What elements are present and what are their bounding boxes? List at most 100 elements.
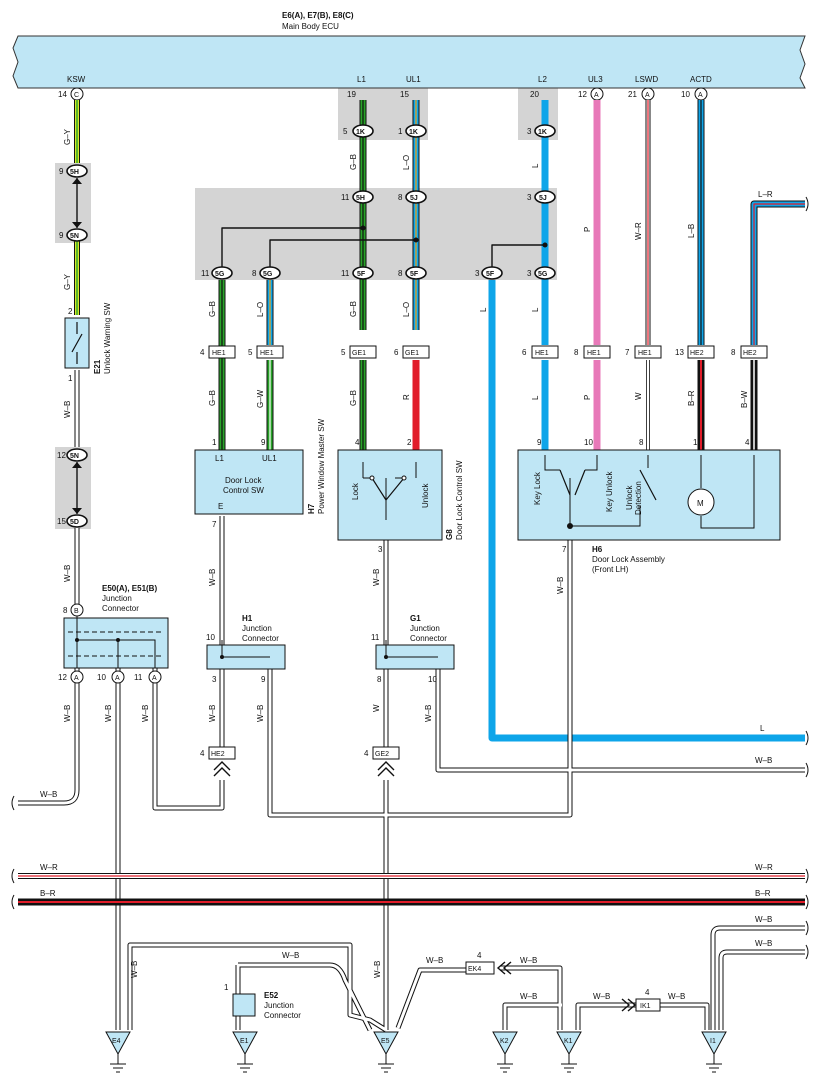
ecu-pin-14: 14	[58, 90, 67, 99]
connectors-row5g-2-pin-text: 11	[341, 269, 350, 278]
connectors-row5-2-id-text: 5J	[539, 195, 547, 202]
components-g8-p1-text: 4	[355, 438, 360, 447]
connectors-c1K-2-id-text: 1K	[538, 129, 547, 136]
wires-wr-text: W–R	[634, 222, 643, 240]
connectors-c5H-pin-text: 9	[59, 167, 64, 176]
ecu-pin-20: 20	[530, 90, 539, 99]
components-h6-p4-text: 1	[693, 438, 698, 447]
wires-wb-text: W–B	[755, 756, 772, 765]
components-h7-name-text: Power Window Master SW	[317, 418, 326, 514]
wires-br-text: B–R	[687, 390, 696, 406]
conn-1k: 1K 5 1K 1 1K 3	[343, 124, 556, 138]
wires-w-text: W	[372, 704, 381, 712]
connectors-c5N2-id-text: 5N	[70, 453, 79, 460]
components-h6-p3-text: 8	[639, 438, 644, 447]
components-h1-p_a-text: 3	[212, 675, 217, 684]
components-g8-lock-text: Lock	[351, 482, 360, 500]
components-g1-p_a-text: 8	[377, 675, 382, 684]
connectors-row5g-1-id-text: 5G	[263, 271, 273, 278]
wires-lr-text: L–R	[758, 190, 773, 199]
wires-wb-text: W–B	[668, 992, 685, 1001]
ecu-term-ul3: UL3	[588, 75, 603, 84]
grounds-4-text: K1	[564, 1038, 573, 1045]
ecu-pin-21: 21	[628, 90, 637, 99]
connectors-ek4-id-text: EK4	[468, 966, 481, 973]
connectors-row5g-2-id-text: 5F	[357, 271, 366, 278]
connectors-ge2-id-text: GE2	[375, 751, 389, 758]
wires-gy-text: G–Y	[63, 273, 72, 290]
connectors-he-6-pin-text: 7	[625, 348, 630, 357]
ecu-id: E6(A), E7(B), E8(C)	[282, 11, 354, 20]
connectors-ek4-pin-text: 4	[477, 951, 482, 960]
components-e50-pins-1-conn-text: A	[115, 675, 120, 682]
ecu-term-actd: ACTD	[690, 75, 712, 84]
wires-wr-text: W–R	[40, 863, 58, 872]
ground-e5: E5	[373, 1031, 399, 1073]
ecu-pin-15: 15	[400, 90, 409, 99]
components-h6-keylock-text: Key Lock	[533, 471, 542, 505]
ecu-pin-12: 12	[578, 90, 587, 99]
ecu-term-l2: L2	[538, 75, 547, 84]
components-e50-id-text: E50(A), E51(B)	[102, 584, 157, 593]
wires-wb-text: W–B	[256, 705, 265, 722]
components-e50-pins-0-conn-text: A	[74, 675, 79, 682]
ground-k2: K2	[492, 1031, 518, 1073]
connectors-he-2-pin-text: 5	[341, 348, 346, 357]
wires-gb-text: G–B	[349, 154, 358, 170]
wires-gy-text: G–Y	[63, 128, 72, 145]
components-h7-p1-text: 1	[212, 438, 217, 447]
wires-wb-text: W–B	[63, 705, 72, 722]
connectors-he-0-id-text: HE1	[212, 350, 226, 357]
wires-wb-text: W–B	[40, 790, 57, 799]
connectors-c1K-0-id-text: 1K	[356, 129, 365, 136]
components-g8-p3-text: 3	[378, 545, 383, 554]
wires-gb-text: G–B	[208, 301, 217, 317]
conn-ek4-ik1: EK4 4 IK1 4	[465, 951, 661, 1012]
wires	[18, 100, 805, 1033]
e50-junction-connector: 8 B E50(A), E51(B) Junction Connector 12…	[58, 584, 169, 684]
connectors-c5D-pin-text: 15	[57, 517, 66, 526]
connectors-row5-0-pin-text: 11	[341, 193, 350, 202]
h6-door-lock-assembly: M Key Lock Key Unlock Unlock Detection 9…	[517, 438, 781, 574]
connectors-row5g-4-id-text: 5F	[486, 271, 495, 278]
connectors-row5g-5-pin-text: 3	[527, 269, 532, 278]
wires-wb-text: W–B	[282, 951, 299, 960]
connectors-he-8-pin-text: 8	[731, 348, 736, 357]
wires-lo-text: L–O	[256, 302, 265, 317]
wires-p-text: P	[583, 227, 592, 232]
components-h6-motor-text: M	[697, 499, 704, 508]
ecu-panel	[12, 35, 806, 89]
grounds: E4 E1 E5 K2 K1 I1	[105, 1031, 727, 1073]
ecu-name: Main Body ECU	[282, 22, 339, 31]
connectors-row5g-3-id-text: 5F	[410, 271, 419, 278]
components-g1-p_in-text: 11	[371, 633, 380, 642]
connectors-he-5-id-text: HE1	[587, 350, 601, 357]
grounds-5-text: I1	[710, 1038, 716, 1045]
wires-l-text: L	[531, 307, 540, 312]
wires-l-text: L	[760, 724, 765, 733]
wires-br-text: B–R	[755, 889, 771, 898]
connectors-row5g-1-pin-text: 8	[252, 269, 257, 278]
components-e21-pin_top-text: 2	[68, 307, 73, 316]
conn-row5g: 5G 11 5G 8 5F 11 5F 8 5F 3 5G 3	[201, 266, 556, 280]
connectors-row5-0-id-text: 5H	[356, 195, 365, 202]
connectors-he-8-id-text: HE2	[743, 350, 757, 357]
connectors-c1K-1-id-text: 1K	[409, 129, 418, 136]
grounds-3-text: K2	[500, 1038, 509, 1045]
wires-wb-text: W–B	[104, 705, 113, 722]
wires-lb-text: L–B	[687, 224, 696, 238]
wires-wb-text: W–B	[63, 401, 72, 418]
ground-i1: I1	[701, 1031, 727, 1073]
components-h7-id-text: H7	[307, 503, 316, 514]
wires-l-text: L	[531, 163, 540, 168]
connectors-he2b-pin-text: 4	[200, 749, 205, 758]
wires-wb-text: W–B	[593, 992, 610, 1001]
h7-box-line2: Control SW	[223, 486, 264, 495]
wires-wb-text: W–B	[755, 915, 772, 924]
wire-labels: G–Y G–Y W–B W–B G–B L–O L P W–R L–B L–R …	[40, 128, 773, 1001]
connectors-he-3-pin-text: 6	[394, 348, 399, 357]
components-g1-id-text: G1	[410, 614, 421, 623]
connectors-c5N2-pin-text: 12	[57, 451, 66, 460]
components-h1-p_b-text: 9	[261, 675, 266, 684]
connectors-he2b-id-text: HE2	[211, 751, 225, 758]
